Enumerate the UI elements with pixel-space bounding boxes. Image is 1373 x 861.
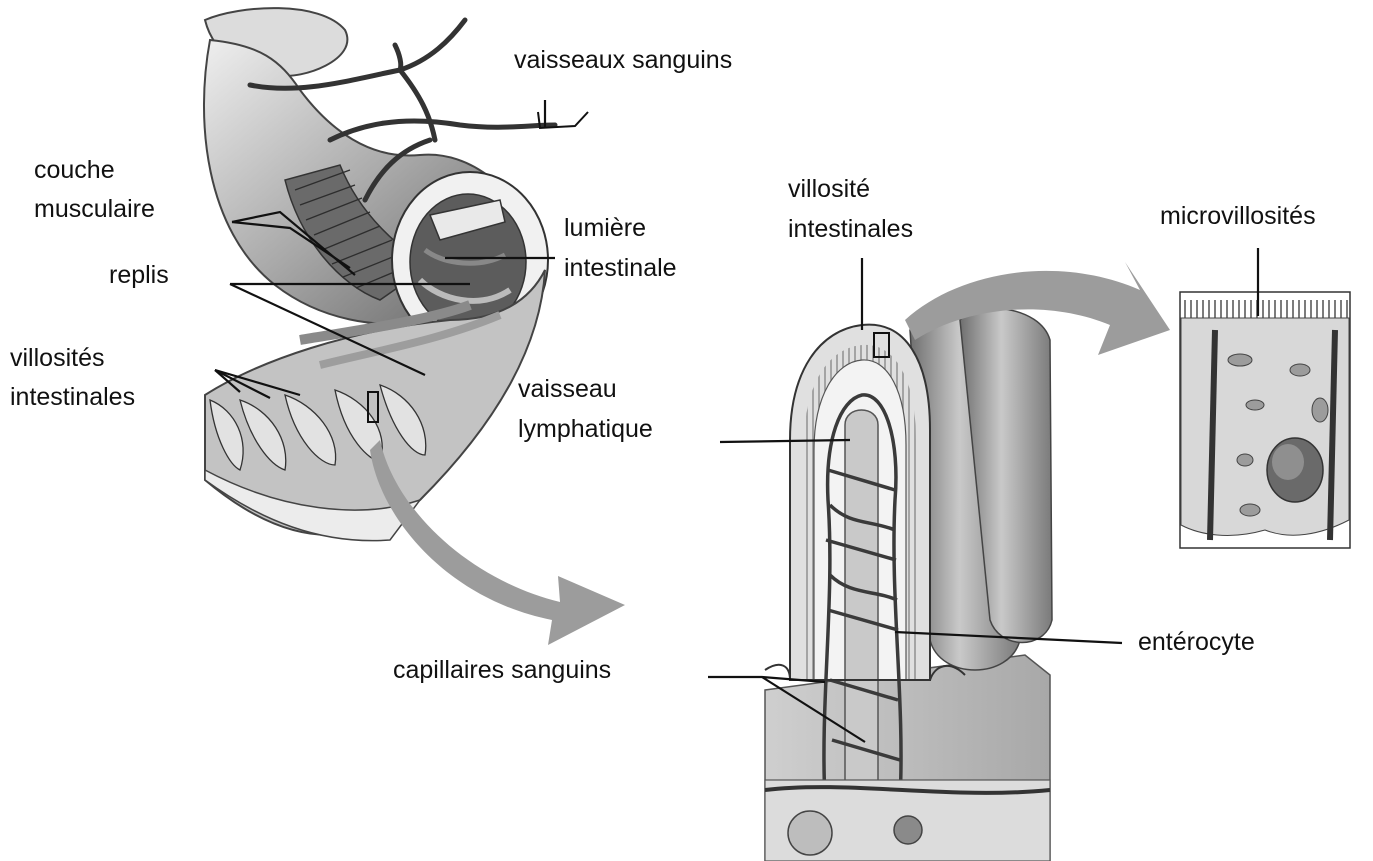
villus-illustration [765,308,1052,861]
label-couche-musculaire-line2: musculaire [34,193,155,225]
label-villosites-intestinales-line1: villosités [10,342,104,374]
label-microvillosites: microvillosités [1160,200,1316,232]
label-vaisseau-lymphatique-line2: lymphatique [518,413,653,445]
label-vaisseaux-sanguins: vaisseaux sanguins [514,44,732,76]
label-lumiere-intestinale-line2: intestinale [564,252,677,284]
intestine-illustration [204,8,588,541]
label-capillaires-sanguins: capillaires sanguins [393,654,611,686]
label-vaisseau-lymphatique-line1: vaisseau [518,373,617,405]
label-lumiere-intestinale-line1: lumière [564,212,646,244]
label-enterocyte: entérocyte [1138,626,1255,658]
label-villosite-intestinales-line2: intestinales [788,213,913,245]
enterocyte-illustration [1180,292,1350,548]
label-villosite-intestinales-line1: villosité [788,173,870,205]
label-couche-musculaire-line1: couche [34,154,115,186]
label-villosites-intestinales-line2: intestinales [10,381,135,413]
label-replis: replis [109,259,169,291]
